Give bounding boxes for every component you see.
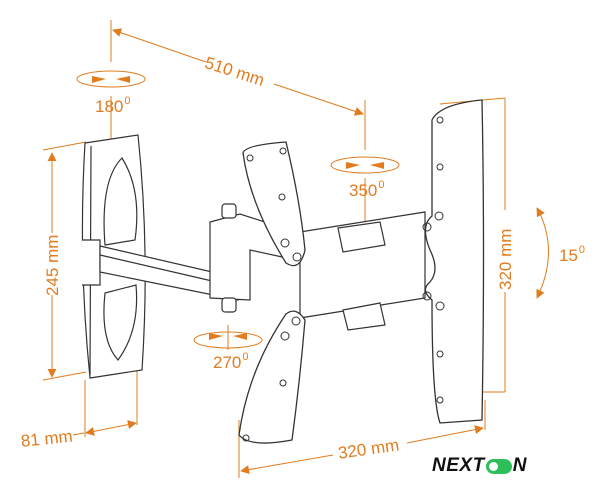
wall-swivel-label: 1800 — [95, 95, 131, 116]
wall-plate — [81, 134, 146, 379]
rotation-indicators — [76, 70, 400, 349]
brand-text-right: N — [512, 455, 527, 476]
wall-plate-height-label: 245 mm — [43, 234, 62, 296]
mounting-holes — [242, 116, 445, 442]
degree-mark: 0 — [378, 179, 385, 191]
vesa-height-label: 320 mm — [496, 228, 515, 290]
rotation-arrows — [92, 76, 384, 340]
vesa-arms — [238, 99, 485, 444]
head-swivel-value: 350 — [349, 181, 378, 200]
tilt-value: 15 — [559, 246, 578, 265]
degree-mark: 0 — [124, 95, 131, 107]
toggle-o-icon — [485, 458, 512, 474]
arm-swivel-label: 2700 — [213, 351, 249, 372]
dimension-lines — [42, 20, 549, 478]
head-swivel-label: 3500 — [349, 179, 385, 200]
degree-mark: 0 — [242, 351, 249, 363]
brand-text-left: NEXT — [432, 455, 485, 476]
tilt-label: 150 — [559, 244, 586, 265]
vesa-plate — [299, 211, 426, 331]
arm-swivel-value: 270 — [213, 353, 242, 372]
degree-mark: 0 — [578, 244, 586, 256]
wall-swivel-value: 180 — [95, 97, 124, 116]
brand-logo: NEXT N — [432, 455, 527, 477]
